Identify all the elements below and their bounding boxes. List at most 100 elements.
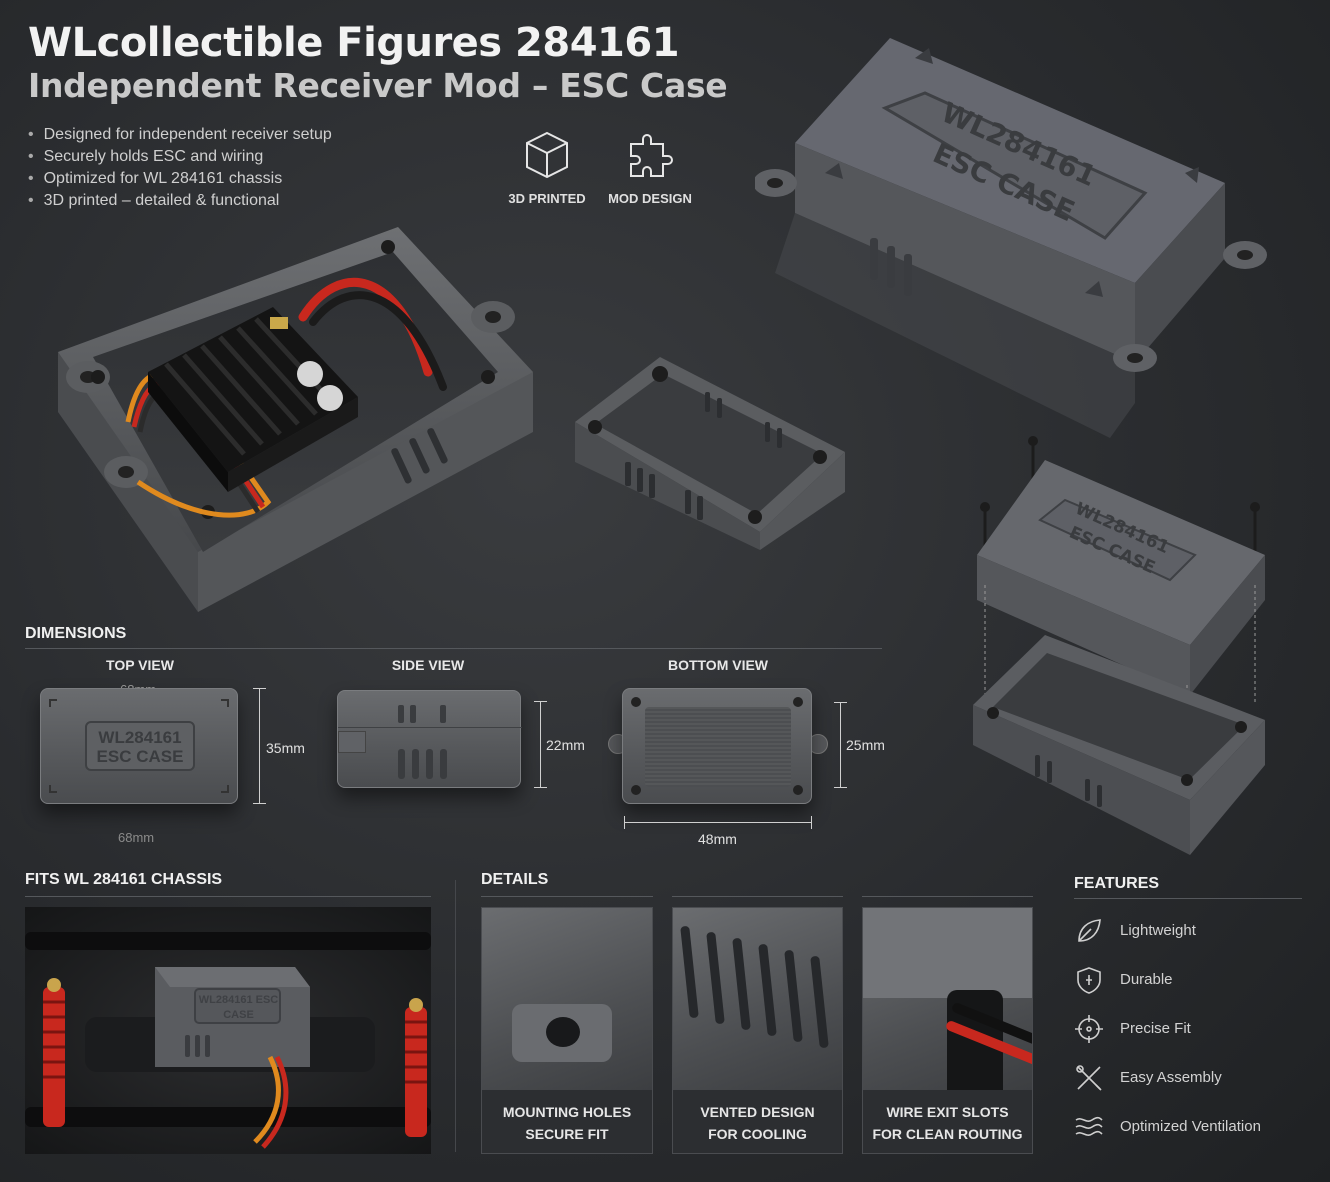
detail-card-vented: VENTED DESIGN FOR COOLING	[672, 907, 843, 1154]
feature-label: Optimized Ventilation	[1120, 1118, 1261, 1135]
bottom-view-height: 25mm	[846, 737, 885, 753]
divider	[481, 896, 653, 897]
detail-caption-line1: WIRE EXIT SLOTS	[886, 1104, 1009, 1120]
bullet-item: Designed for independent receiver setup	[28, 124, 332, 146]
top-view-width-bottom: 68mm	[118, 830, 155, 845]
bottom-view-case	[622, 688, 812, 804]
bullet-item: Optimized for WL 284161 chassis	[28, 168, 332, 190]
detail-card-wire-exit: WIRE EXIT SLOTS FOR CLEAN ROUTING	[862, 907, 1033, 1154]
chassis-photo: WL284161 ESC CASE	[25, 907, 431, 1154]
vent-slot	[398, 749, 405, 779]
corner-mark	[221, 785, 229, 793]
feature-item: Lightweight	[1074, 906, 1314, 955]
detail-caption-line1: MOUNTING HOLES	[502, 1104, 632, 1120]
detail-caption-line2: FOR COOLING	[708, 1126, 807, 1142]
divider	[25, 896, 431, 897]
badge-label: 3D PRINTED	[508, 191, 586, 206]
detail-caption-line1: VENTED DESIGN	[700, 1104, 815, 1120]
vent-slot	[412, 749, 419, 779]
corner-mark	[49, 699, 57, 707]
corner-mark	[49, 785, 57, 793]
top-view-title: TOP VIEW	[106, 657, 174, 673]
dimension-line	[259, 688, 260, 804]
divider	[672, 896, 843, 897]
lid-seam	[338, 727, 522, 728]
side-view-case	[337, 690, 522, 788]
vent-slot	[440, 705, 446, 723]
feature-label: Lightweight	[1120, 922, 1196, 939]
side-tab	[338, 731, 366, 753]
airflow-icon	[1075, 1116, 1103, 1136]
feature-label: Durable	[1120, 971, 1173, 988]
exploded-view-render: WL284161 ESC CASE	[973, 436, 1265, 855]
feature-label: Precise Fit	[1120, 1020, 1191, 1037]
feature-item: Precise Fit	[1074, 1004, 1314, 1053]
case-label: WL284161 ESC CASE	[85, 721, 195, 771]
detail-card-mounting: MOUNTING HOLES SECURE FIT	[481, 907, 653, 1154]
page-subtitle: Independent Receiver Mod – ESC Case	[28, 66, 728, 105]
cube-icon	[526, 131, 568, 179]
feature-item: Easy Assembly	[1074, 1053, 1314, 1102]
feature-label: Easy Assembly	[1120, 1069, 1222, 1086]
dimensions-heading: DIMENSIONS	[25, 625, 127, 642]
vent-slot	[410, 705, 416, 723]
bottom-view-title: BOTTOM VIEW	[667, 657, 769, 673]
bullet-item: Securely holds ESC and wiring	[28, 146, 332, 168]
dimension-tick	[811, 816, 812, 829]
detail-caption-line2: SECURE FIT	[525, 1126, 609, 1142]
badge-3d-printed: 3D PRINTED	[497, 130, 597, 208]
corner-mark	[221, 699, 229, 707]
features-list: Lightweight Durable Precise Fit Easy Ass…	[1074, 906, 1314, 1151]
tools-icon	[1076, 1064, 1102, 1091]
screw-hole	[631, 697, 641, 707]
vent-slot	[680, 925, 699, 1019]
detail-image-mounting	[482, 908, 652, 1090]
vent-slot	[784, 949, 803, 1043]
vertical-divider	[455, 880, 456, 1152]
closed-case-render: WL284161 ESC CASE	[755, 38, 1267, 438]
side-view-height: 22mm	[546, 737, 585, 753]
vent-slot	[758, 943, 777, 1037]
vent-slot	[706, 931, 725, 1025]
screw-hole	[793, 785, 803, 795]
feature-bullets: Designed for independent receiver setup …	[28, 124, 332, 212]
detail-caption-line2: FOR CLEAN ROUTING	[872, 1126, 1023, 1142]
vent-slot	[810, 955, 829, 1049]
badge-mod-design: MOD DESIGN	[600, 130, 700, 208]
dimension-line	[624, 822, 812, 823]
feature-item: Optimized Ventilation	[1074, 1102, 1314, 1151]
divider	[862, 896, 1033, 897]
details-heading: DETAILS	[481, 871, 549, 888]
page-title: WLcollectible Figures 284161	[28, 20, 680, 66]
open-case-esc-render	[58, 227, 533, 612]
features-heading: FEATURES	[1074, 875, 1160, 892]
dimension-tick	[834, 787, 847, 788]
lid-surface	[863, 908, 1032, 998]
case-label-line1: WL284161	[98, 728, 182, 747]
chassis-illustration	[25, 932, 431, 1149]
textured-floor	[645, 707, 791, 787]
divider	[25, 648, 882, 649]
vent-slot	[426, 749, 433, 779]
vent-slot	[440, 749, 447, 779]
bottom-view-width: 48mm	[698, 831, 737, 847]
top-view-case: WL284161 ESC CASE	[40, 688, 238, 804]
leaf-icon	[1078, 918, 1101, 942]
dimension-tick	[253, 803, 266, 804]
screw-hole	[631, 785, 641, 795]
detail-image-wire-exit	[863, 908, 1032, 1090]
bullet-item: 3D printed – detailed & functional	[28, 190, 332, 212]
dimension-tick	[624, 816, 625, 829]
vent-slot	[732, 937, 751, 1031]
feature-item: Durable	[1074, 955, 1314, 1004]
dimension-tick	[534, 787, 547, 788]
puzzle-icon	[630, 134, 673, 177]
badge-label: MOD DESIGN	[608, 191, 692, 206]
mount-hole	[546, 1017, 580, 1047]
empty-base-render	[575, 357, 845, 550]
dimension-line	[840, 702, 841, 788]
dimension-tick	[253, 688, 266, 689]
dimension-line	[540, 701, 541, 788]
dimension-tick	[834, 702, 847, 703]
shield-icon	[1077, 966, 1101, 994]
